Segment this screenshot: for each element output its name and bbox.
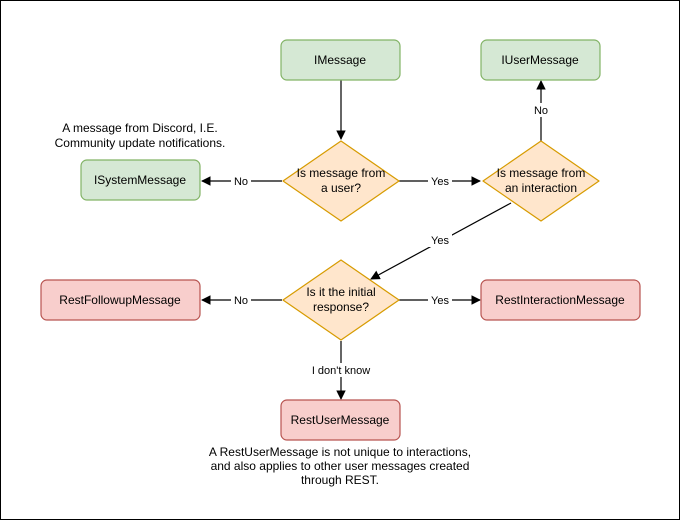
node-initial-response[interactable]: Is it the initial response? xyxy=(282,259,400,341)
svg-text:response?: response? xyxy=(313,300,369,314)
svg-text:RestFollowupMessage: RestFollowupMessage xyxy=(59,293,181,307)
svg-text:RestUserMessage: RestUserMessage xyxy=(291,413,390,427)
svg-text:RestInteractionMessage: RestInteractionMessage xyxy=(495,293,625,307)
edge-label-no-followup: No xyxy=(234,295,248,307)
svg-text:an interaction: an interaction xyxy=(505,181,577,195)
edge-label-yes-interaction: Yes xyxy=(431,235,449,247)
svg-text:and also applies to other user: and also applies to other user messages … xyxy=(211,459,470,473)
svg-text:Is message from: Is message from xyxy=(297,166,386,180)
edge-label-no-iuser: No xyxy=(534,105,548,117)
svg-text:Community update notifications: Community update notifications. xyxy=(55,136,226,150)
node-rest-user[interactable]: RestUserMessage xyxy=(280,399,401,441)
svg-text:IUserMessage: IUserMessage xyxy=(501,53,579,67)
node-rest-interaction[interactable]: RestInteractionMessage xyxy=(480,279,641,321)
node-iusermessage[interactable]: IUserMessage xyxy=(480,39,601,81)
svg-text:ISystemMessage: ISystemMessage xyxy=(94,173,186,187)
edge-label-no-system: No xyxy=(234,176,248,188)
svg-text:Is message from: Is message from xyxy=(497,166,586,180)
node-from-user[interactable]: Is message from a user? xyxy=(282,140,400,222)
node-imessage[interactable]: IMessage xyxy=(280,39,401,81)
svg-text:A RestUserMessage is not uniqu: A RestUserMessage is not unique to inter… xyxy=(209,445,471,459)
node-isystemmessage[interactable]: ISystemMessage xyxy=(80,159,201,201)
svg-text:IMessage: IMessage xyxy=(314,53,366,67)
node-rest-followup[interactable]: RestFollowupMessage xyxy=(40,279,201,321)
note-rest-user-message: A RestUserMessage is not unique to inter… xyxy=(209,445,471,487)
svg-text:A message from Discord, I.E.: A message from Discord, I.E. xyxy=(62,121,217,135)
edge-label-yes-interaction-msg: Yes xyxy=(431,295,449,307)
note-system-message: A message from Discord, I.E. Community u… xyxy=(55,121,226,150)
svg-text:a user?: a user? xyxy=(321,181,361,195)
svg-text:through REST.: through REST. xyxy=(301,473,379,487)
edge-label-yes-user: Yes xyxy=(431,176,449,188)
node-from-interaction[interactable]: Is message from an interaction xyxy=(482,140,600,222)
svg-text:Is it the initial: Is it the initial xyxy=(306,285,375,299)
edge-label-dont-know: I don't know xyxy=(312,365,370,377)
